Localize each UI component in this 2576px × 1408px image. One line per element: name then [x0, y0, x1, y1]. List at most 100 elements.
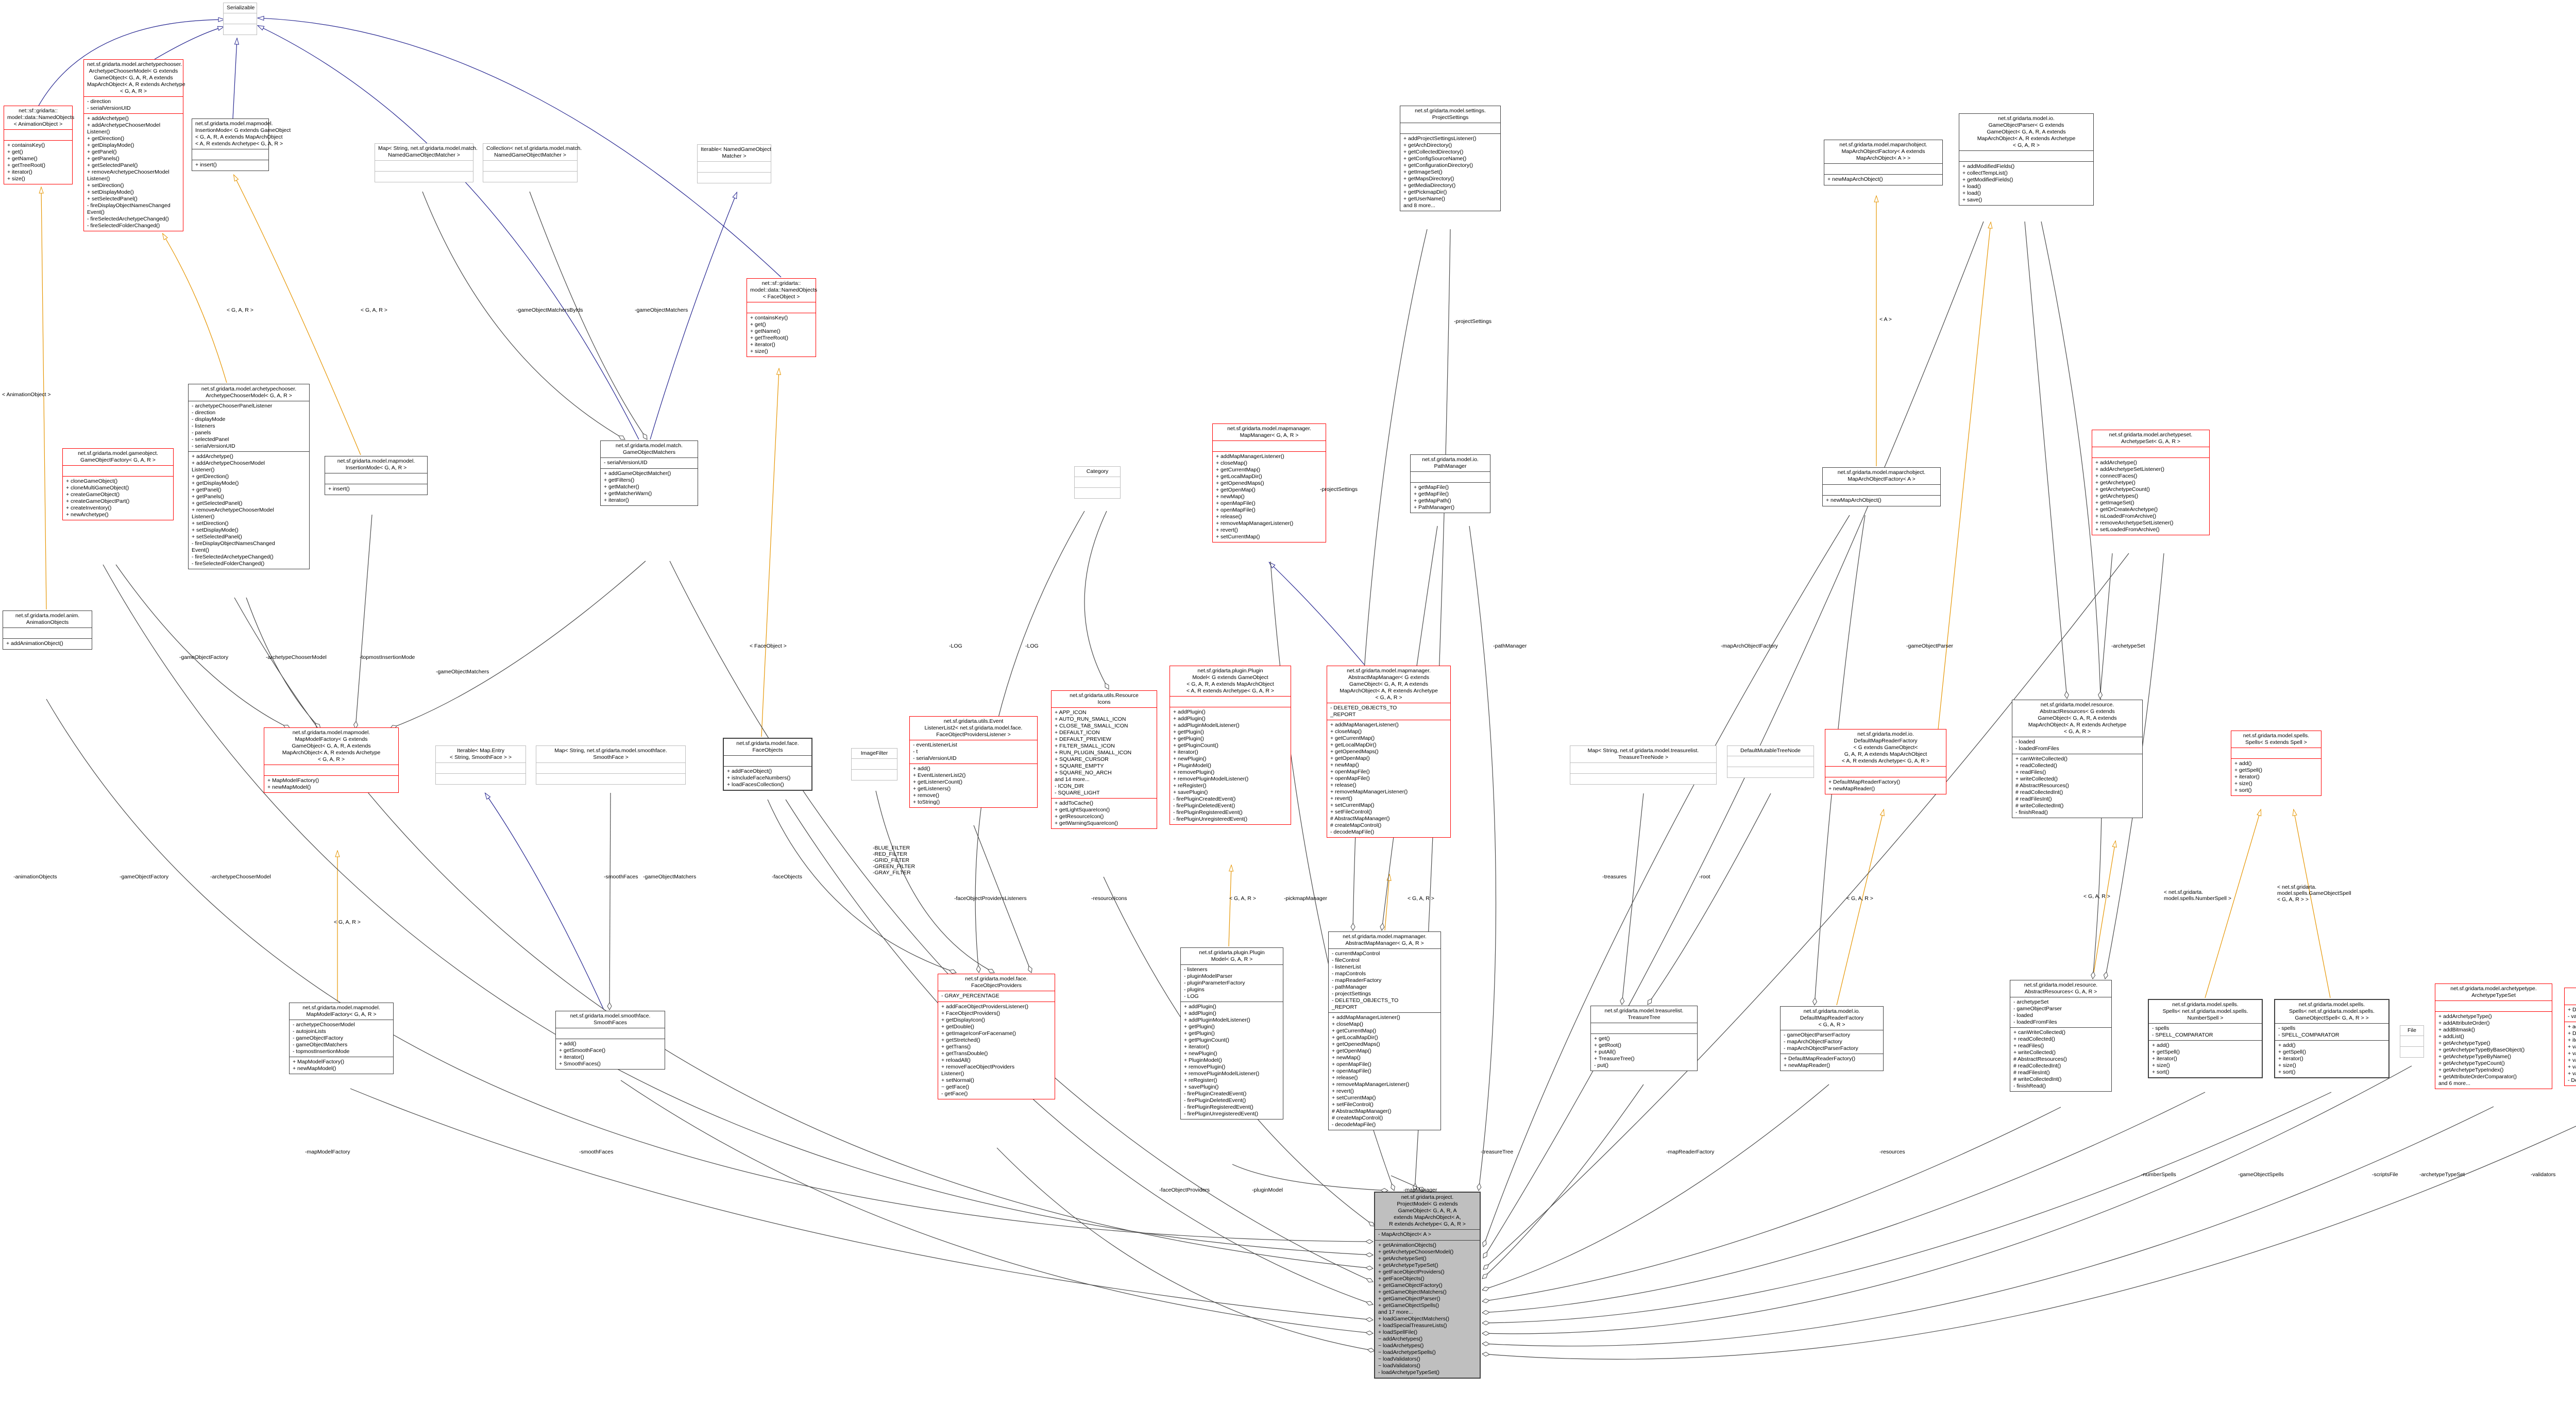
- class-title: Map< String, net.sf.gridarta.model.match…: [375, 144, 478, 160]
- class-insertion-mode-template[interactable]: net.sf.gridarta.model.mapmodel.Insertion…: [192, 118, 291, 171]
- class-default-map-reader-factory-template[interactable]: net.sf.gridarta.model.io.DefaultMapReade…: [1825, 729, 1946, 794]
- class-methods-line: + openMapFile(): [1216, 507, 1256, 513]
- class-game-object-parser[interactable]: net.sf.gridarta.model.io.GameObjectParse…: [1959, 113, 2094, 206]
- class-smooth-faces[interactable]: net.sf.gridarta.model.smoothface.SmoothF…: [555, 1011, 665, 1070]
- class-title: Map< String, net.sf.gridarta.model.smoot…: [536, 746, 685, 762]
- class-abstract-map-manager-template[interactable]: net.sf.gridarta.model.mapmanager.Abstrac…: [1327, 666, 1451, 838]
- class-methods-line: + addPlugin(): [1184, 1004, 1216, 1010]
- class-methods-line: + getArchetypeTypeByBaseObject(): [2438, 1047, 2525, 1053]
- class-attributes-line: - ICON_DIR: [1055, 783, 1084, 789]
- class-iterable-map-entry-smooth-face[interactable]: Iterable< Map.Entry< String, SmoothFace …: [435, 745, 526, 785]
- class-methods-line: + newArchetype(): [66, 512, 109, 518]
- class-game-object-matchers[interactable]: net.sf.gridarta.model.match.GameObjectMa…: [600, 440, 698, 506]
- class-title-line: net.sf.gridarta.model.match.: [615, 443, 683, 449]
- class-attributes: [1400, 123, 1500, 133]
- class-methods: + addArchetypeType()+ addAttributeOrder(…: [2435, 1011, 2552, 1089]
- class-insertion-mode[interactable]: net.sf.gridarta.model.mapmodel.Insertion…: [325, 456, 428, 495]
- class-title: ImageFilter: [852, 749, 897, 758]
- class-methods-line: + getOpenMap(): [1332, 1048, 1371, 1054]
- class-map-arch-object-factory-template[interactable]: net.sf.gridarta.model.maparchobject.MapA…: [1824, 140, 1943, 185]
- class-methods-line: + loadGameObjectMatchers(): [1378, 1316, 1450, 1322]
- class-methods-line: - firePluginRegisteredEvent(): [1184, 1104, 1253, 1110]
- class-methods-line: + addFaceObject(): [727, 768, 772, 774]
- class-methods-line: + addMapManagerListener(): [1332, 1014, 1400, 1021]
- class-methods-line: ~ addArchetypes(): [1378, 1336, 1423, 1342]
- edge-tpl: [1938, 223, 1991, 730]
- class-abstract-resources[interactable]: net.sf.gridarta.model.resource.AbstractR…: [2010, 980, 2112, 1092]
- class-path-manager[interactable]: net.sf.gridarta.model.io.PathManager+ ge…: [1410, 454, 1490, 513]
- class-methods: + addAnimationObject(): [3, 638, 92, 649]
- class-methods-line: - put(): [1594, 1062, 1609, 1068]
- class-methods-line: + addAnimationObject(): [6, 640, 63, 647]
- class-title: net.sf.gridarta.model.archetypetype.Arch…: [2435, 984, 2552, 1000]
- class-face-object-providers[interactable]: net.sf.gridarta.model.face.FaceObjectPro…: [938, 974, 1055, 1099]
- class-methods-line: + cloneMultiGameObject(): [66, 485, 129, 491]
- class-map-smooth-face[interactable]: Map< String, net.sf.gridarta.model.smoot…: [536, 745, 686, 785]
- class-attributes-line: - serialVersionUID: [192, 443, 235, 449]
- class-default-map-reader-factory[interactable]: net.sf.gridarta.model.io.DefaultMapReade…: [1780, 1006, 1884, 1071]
- class-image-filter[interactable]: ImageFilter: [851, 748, 897, 781]
- class-collection-named-game-object-matcher[interactable]: Collection< net.sf.gridarta.model.match.…: [483, 143, 582, 182]
- class-archetype-chooser-model-template[interactable]: net.sf.gridarta.model.archetypechooser.A…: [83, 59, 185, 231]
- class-delegating-map-validator[interactable]: net.sf.gridarta.model.validation.Delegat…: [2564, 988, 2576, 1086]
- edge-label: -gameObjectMatchersByIds: [516, 307, 583, 313]
- class-project-model[interactable]: net.sf.gridarta.project.ProjectModel< G …: [1374, 1192, 1481, 1379]
- class-game-object-factory[interactable]: net.sf.gridarta.model.gameobject.GameObj…: [62, 448, 174, 520]
- class-archetype-set[interactable]: net.sf.gridarta.model.archetypeset.Arche…: [2092, 430, 2210, 535]
- class-file[interactable]: File: [2400, 1025, 2424, 1058]
- class-attributes-line: + CLOSE_TAB_SMALL_ICON: [1055, 723, 1128, 729]
- class-map-model-factory-template[interactable]: net.sf.gridarta.model.mapmodel.MapModelF…: [264, 727, 399, 793]
- class-spells-game-object-spell[interactable]: net.sf.gridarta.model.spells.Spells< net…: [2274, 999, 2389, 1078]
- class-face-objects[interactable]: net.sf.gridarta.model.face.FaceObjects+ …: [723, 738, 812, 791]
- class-map-manager[interactable]: net.sf.gridarta.model.mapmanager.MapMana…: [1212, 423, 1326, 542]
- class-attributes-line: - selectedPanel: [192, 436, 229, 443]
- class-map-treasure-tree-node[interactable]: Map< String, net.sf.gridarta.model.treas…: [1570, 745, 1717, 785]
- edge-label: -archetypeSet: [2111, 643, 2145, 649]
- class-methods: + containsKey()+ get()+ getName()+ getTr…: [4, 140, 72, 184]
- class-methods: + get()+ getRoot()+ putAll()+ TreasureTr…: [1591, 1033, 1697, 1071]
- class-attributes-line: - mapArchObjectFactory: [1784, 1039, 1842, 1045]
- class-methods-line: + getMatcherWarn(): [604, 490, 652, 497]
- class-map-named-game-object-matcher[interactable]: Map< String, net.sf.gridarta.model.match…: [375, 143, 478, 182]
- class-methods-line: + removeMapManagerListener(): [1332, 1081, 1410, 1088]
- class-serializable[interactable]: Serializable: [223, 3, 257, 35]
- class-methods-line: + addProjectSettingsListener(): [1403, 135, 1477, 142]
- class-map-arch-object-factory-a[interactable]: net.sf.gridarta.model.maparchobject.MapA…: [1822, 467, 1941, 506]
- class-methods-line: and 6 more...: [2438, 1080, 2470, 1087]
- class-abstract-resources-template[interactable]: net.sf.gridarta.model.resource.AbstractR…: [2012, 700, 2143, 818]
- class-category[interactable]: Category: [1074, 466, 1121, 499]
- class-methods-line: # readCollectedInt(): [2013, 1063, 2061, 1069]
- class-project-settings[interactable]: net.sf.gridarta.model.settings.ProjectSe…: [1400, 106, 1501, 211]
- class-treasure-tree[interactable]: net.sf.gridarta.model.treasurelist.Treas…: [1590, 1006, 1698, 1071]
- class-methods-line: + getStretched(): [941, 1037, 980, 1043]
- class-named-objects-face[interactable]: net::sf::gridarta::model::data::NamedObj…: [747, 278, 817, 357]
- class-spells-template[interactable]: net.sf.gridarta.model.spells.Spells< S e…: [2231, 731, 2321, 796]
- class-methods-line: + getOpenMap(): [1330, 755, 1370, 761]
- class-spells-number-spell[interactable]: net.sf.gridarta.model.spells.Spells< net…: [2148, 999, 2263, 1078]
- class-archetype-type-set[interactable]: net.sf.gridarta.model.archetypetype.Arch…: [2435, 983, 2552, 1089]
- class-methods-line: + getSelectedPanel(): [87, 162, 138, 168]
- class-map-model-factory[interactable]: net.sf.gridarta.model.mapmodel.MapModelF…: [289, 1003, 394, 1074]
- class-methods-line: + revert(): [1332, 1088, 1354, 1094]
- class-title-line: Map< String, net.sf.gridarta.model.smoot…: [554, 748, 667, 754]
- class-methods: [536, 773, 685, 784]
- class-title-line: TreasureTreeNode >: [1618, 754, 1668, 760]
- class-archetype-chooser-model[interactable]: net.sf.gridarta.model.archetypechooser.A…: [188, 384, 310, 569]
- class-title-line: AbstractResources< G, A, R >: [2024, 989, 2097, 995]
- class-abstract-map-manager[interactable]: net.sf.gridarta.model.mapmanager.Abstrac…: [1328, 931, 1441, 1130]
- class-title-line: < G, A, R >: [318, 756, 345, 762]
- class-named-objects-animation[interactable]: net::sf::gridarta::model::data::NamedObj…: [4, 106, 74, 184]
- class-title-line: net.sf.gridarta.model.io.: [1422, 456, 1479, 463]
- class-attributes-line: - eventListenerList: [913, 742, 957, 748]
- class-default-mutable-tree-node[interactable]: DefaultMutableTreeNode: [1727, 745, 1814, 778]
- class-methods-line: + getPlugin(): [1184, 1024, 1215, 1030]
- class-methods-line: + getPluginCount(): [1184, 1037, 1229, 1043]
- class-animation-objects[interactable]: net.sf.gridarta.model.anim.AnimationObje…: [3, 610, 92, 650]
